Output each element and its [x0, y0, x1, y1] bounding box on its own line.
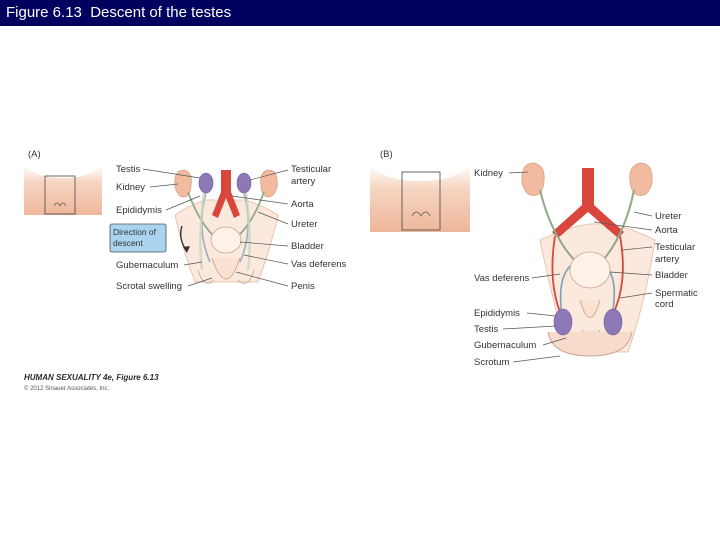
panel-b-left-leaders	[502, 171, 567, 363]
panel-a: (A)	[24, 149, 347, 292]
panel-a-torso-thumbnail	[24, 165, 102, 215]
panel-b-torso-thumbnail	[370, 165, 470, 232]
label-a-artery: artery	[291, 176, 316, 187]
panel-b-label: (B)	[380, 149, 393, 160]
panel-a-left-leaders	[142, 168, 213, 287]
panel-b-aorta	[552, 168, 624, 238]
label-b-gubernaculum: Gubernaculum	[474, 340, 536, 351]
label-a-ureter: Ureter	[291, 219, 317, 230]
label-b-testis: Testis	[474, 324, 499, 335]
credit-title: HUMAN SEXUALITY 4e, Figure 6.13	[24, 373, 159, 382]
panel-b-scrotum	[547, 331, 633, 357]
title-bar: Figure 6.13 Descent of the testes	[0, 0, 720, 26]
label-a-aorta: Aorta	[291, 199, 314, 210]
label-b-ureter: Ureter	[655, 211, 681, 222]
label-a-testis: Testis	[116, 164, 141, 175]
panel-b-kidney-left	[521, 162, 545, 196]
panel-a-kidney-left	[174, 169, 192, 198]
panel-b-testis-right	[603, 308, 623, 336]
panel-a-bladder	[210, 226, 242, 254]
panel-a-label: (A)	[28, 149, 41, 160]
label-a-epididymis: Epididymis	[116, 205, 162, 216]
credit-copyright: © 2012 Sinauer Associates, Inc.	[24, 385, 109, 392]
label-a-scrotal-swelling: Scrotal swelling	[116, 281, 182, 292]
panel-a-right-leaders	[231, 169, 289, 287]
label-b-bladder: Bladder	[655, 270, 688, 281]
label-a-vas-deferens: Vas deferens	[291, 259, 347, 270]
label-b-epididymis: Epididymis	[474, 308, 520, 319]
direction-of-descent-callout: Direction of descent	[109, 223, 190, 253]
direction-line-1: Direction of	[113, 227, 157, 237]
panel-a-aorta	[212, 170, 240, 218]
slide-title: Figure 6.13 Descent of the testes	[6, 4, 232, 21]
label-a-penis: Penis	[291, 281, 315, 292]
label-b-aorta: Aorta	[655, 225, 678, 236]
panel-a-anatomy	[174, 169, 279, 284]
label-b-scrotum: Scrotum	[474, 357, 509, 368]
label-b-cord: cord	[655, 299, 673, 310]
panel-b-anatomy	[521, 162, 656, 357]
panel-a-testis-left	[198, 172, 214, 194]
label-a-gubernaculum: Gubernaculum	[116, 260, 178, 271]
panel-b-bladder	[569, 251, 611, 289]
panel-a-testis-right	[236, 172, 252, 194]
panel-b-testis-left	[553, 308, 573, 336]
label-b-testicular: Testicular	[655, 242, 695, 253]
panel-b-right-leaders	[593, 211, 653, 299]
panel-b-kidney-right	[629, 162, 653, 196]
label-b-artery: artery	[655, 254, 680, 265]
label-a-bladder: Bladder	[291, 241, 324, 252]
panel-b: (B)	[370, 149, 698, 368]
direction-line-2: descent	[113, 238, 143, 248]
label-a-testicular: Testicular	[291, 164, 331, 175]
label-b-spermatic: Spermatic	[655, 288, 698, 299]
label-b-vas-deferens: Vas deferens	[474, 273, 530, 284]
panel-a-kidney-right	[260, 169, 278, 198]
label-b-kidney: Kidney	[474, 168, 503, 179]
label-a-kidney: Kidney	[116, 182, 145, 193]
